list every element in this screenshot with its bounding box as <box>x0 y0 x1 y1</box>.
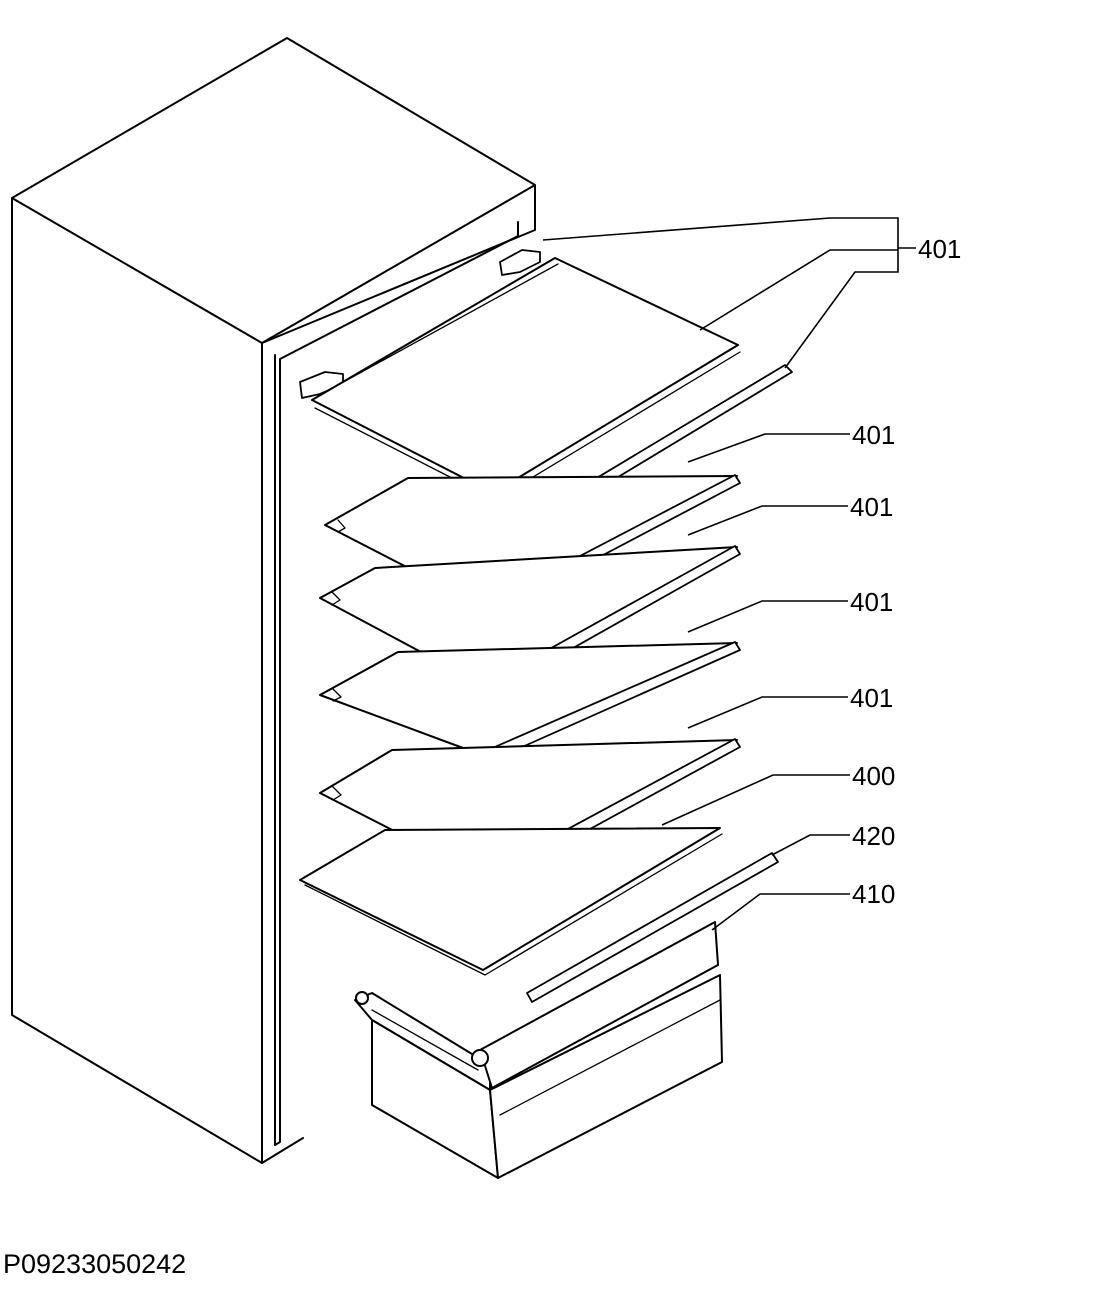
cabinet-front-frame <box>274 221 519 1146</box>
callout-label: 420 <box>852 821 895 851</box>
leader-line-shelf-4 <box>687 696 848 729</box>
drawer-handle-bar <box>479 921 719 1089</box>
shelf-3-corner-notch <box>332 688 342 702</box>
shelf-support-clips <box>299 249 541 399</box>
callout-label: 400 <box>852 761 895 791</box>
callout-labels: 401 401 401 401 401 400 420 410 <box>850 234 961 909</box>
cabinet-side-panel <box>11 37 536 1164</box>
drawer-front-panel <box>489 974 723 1179</box>
crisper-drawer <box>354 921 723 1179</box>
leader-line-shelf-2 <box>687 505 848 536</box>
callout-label: 401 <box>850 587 893 617</box>
front-trim-strip <box>526 852 779 1003</box>
leader-line-top-trim <box>784 271 890 369</box>
crisper-cover-glass <box>299 827 723 976</box>
leader-lines <box>542 217 916 931</box>
shelf-3-plate <box>319 642 738 759</box>
shelf-1-corner-notch <box>337 519 346 533</box>
cabinet-bottom-edge <box>261 1137 304 1164</box>
drawer-rim-ridge <box>371 1009 479 1071</box>
callout-label: 401 <box>918 234 961 264</box>
callout-label: 410 <box>852 879 895 909</box>
shelf-4-corner-notch <box>332 786 342 801</box>
callout-label: 401 <box>852 420 895 450</box>
drawer-front-groove <box>499 999 721 1116</box>
leader-line-drawer <box>711 893 850 931</box>
crisper-cover-edge <box>304 833 723 976</box>
leader-line-cover-glass <box>661 774 850 826</box>
drawing-code: P09233050242 <box>3 1249 187 1279</box>
callout-label: 401 <box>850 492 893 522</box>
drawer-rear-hinge <box>355 991 369 1005</box>
callout-label: 401 <box>850 683 893 713</box>
crisper-cover-plate <box>299 827 721 971</box>
shelf-2-corner-notch <box>331 591 341 606</box>
leader-line-shelf-1 <box>687 433 850 463</box>
leader-line-top-bracket <box>542 217 899 273</box>
leader-line-top-shelf <box>699 249 898 331</box>
top-shelf-plate <box>311 257 739 494</box>
leader-line-trim-strip <box>771 834 850 856</box>
top-shelf-rear-edge <box>317 263 559 397</box>
support-clip-rear <box>499 249 541 276</box>
shelf-3 <box>319 641 741 761</box>
cabinet <box>11 37 536 1164</box>
leader-line-shelf-3 <box>687 600 848 633</box>
drawer-front-hinge <box>471 1049 489 1067</box>
